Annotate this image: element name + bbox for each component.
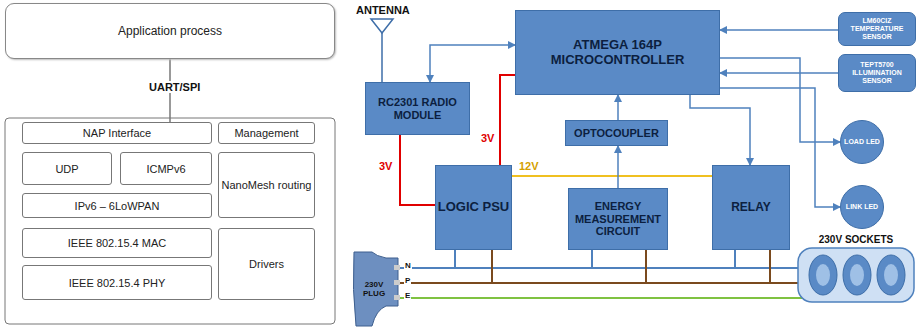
pin-label: E xyxy=(404,291,411,300)
node-text: IEEE 802.15.4 MAC xyxy=(23,237,211,249)
layer-box: IPv6 – 6LoWPAN xyxy=(22,193,212,218)
psu-box: LOGIC PSU xyxy=(435,165,512,250)
layer-box: Management xyxy=(218,122,315,144)
radio-box: RC2301 RADIO MODULE xyxy=(365,82,470,135)
layer-box: IEEE 802.15.4 PHY xyxy=(22,265,212,300)
connector xyxy=(720,29,838,31)
optocoupler-box: OPTOCOUPLER xyxy=(565,120,668,146)
layer-box: IEEE 802.15.4 MAC xyxy=(22,228,212,258)
pin-label: P xyxy=(404,276,411,285)
sensor-box: LM60CIZ TEMPERATURE SENSOR xyxy=(838,12,916,46)
socket-strip: 230V SOCKETS xyxy=(795,234,917,312)
connector xyxy=(512,175,712,177)
mains-wires xyxy=(398,250,802,298)
led-circle: LINK LED xyxy=(840,185,884,229)
connector xyxy=(690,95,750,165)
node-text: TEPT5700 ILLUMINATION SENSOR xyxy=(839,61,915,85)
node-text: OPTOCOUPLER xyxy=(566,127,667,140)
node-text: LOAD LED xyxy=(841,138,883,146)
sensor-box: TEPT5700 ILLUMINATION SENSOR xyxy=(838,54,916,92)
node-text: IEEE 802.15.4 PHY xyxy=(23,277,211,289)
node-text: RELAY xyxy=(713,201,789,215)
layer-box: NAP Interface xyxy=(22,122,212,144)
measurement-box: ENERGY MEASUREMENT CIRCUIT xyxy=(568,188,668,250)
connector xyxy=(720,72,838,74)
node-text: ICMPv6 xyxy=(121,163,211,175)
plug-label: 230V PLUG xyxy=(356,280,392,298)
edge-label: 3V xyxy=(480,132,495,144)
node-text: NanoMesh routing xyxy=(219,179,314,191)
layer-box: NanoMesh routing xyxy=(218,152,315,218)
edge-label: UART/SPI xyxy=(148,81,201,93)
node-text: ATMEGA 164P MICROCONTROLLER xyxy=(516,38,719,68)
connector xyxy=(720,58,840,142)
antenna-symbol xyxy=(371,19,393,82)
led-circle: LOAD LED xyxy=(840,120,884,164)
node-text: NAP Interface xyxy=(23,127,211,139)
connector xyxy=(617,95,619,120)
socket-heading: 230V SOCKETS xyxy=(795,234,917,245)
stack-frame xyxy=(5,118,335,324)
node-text: IPv6 – 6LoWPAN xyxy=(23,200,211,212)
plug-symbol xyxy=(353,252,400,326)
node-text: LOGIC PSU xyxy=(436,200,511,215)
microcontroller-box: ATMEGA 164P MICROCONTROLLER xyxy=(515,10,720,95)
layer-box: Drivers xyxy=(218,228,315,300)
edge-label: 12V xyxy=(518,160,540,172)
edge-label: 3V xyxy=(378,160,393,172)
layer-box: ICMPv6 xyxy=(120,152,212,185)
node-text: UDP xyxy=(23,163,111,175)
pin-label: N xyxy=(404,261,412,270)
relay-box: RELAY xyxy=(712,165,790,250)
node-text: Application process xyxy=(6,24,334,38)
connector xyxy=(500,75,515,165)
connector xyxy=(430,45,515,82)
node-text: Management xyxy=(219,127,314,139)
antenna-label: ANTENNA xyxy=(355,4,411,16)
node-text: LM60CIZ TEMPERATURE SENSOR xyxy=(839,17,915,41)
process-box: Application process xyxy=(5,3,335,59)
connector xyxy=(400,135,435,205)
layer-box: UDP xyxy=(22,152,112,185)
node-text: LINK LED xyxy=(841,203,883,211)
socket-drawing xyxy=(795,245,917,305)
node-text: RC2301 RADIO MODULE xyxy=(366,96,469,121)
node-text: ENERGY MEASUREMENT CIRCUIT xyxy=(569,200,667,238)
connector xyxy=(617,146,619,188)
node-text: Drivers xyxy=(219,258,314,270)
